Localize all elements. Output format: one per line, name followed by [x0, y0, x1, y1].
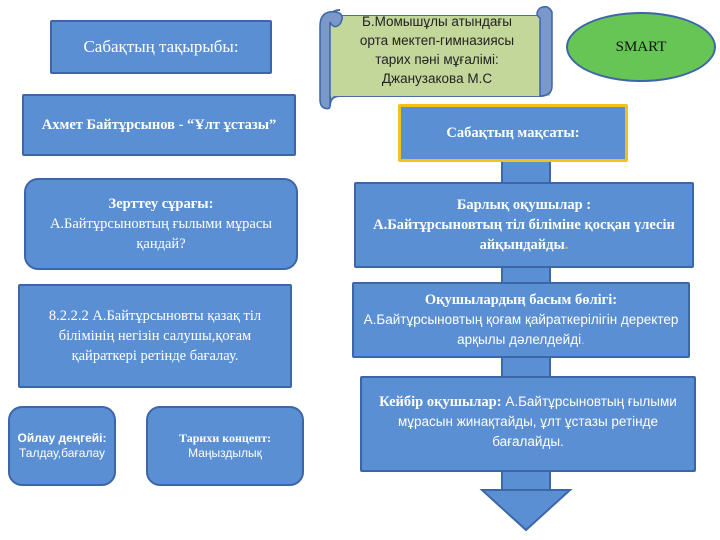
- objective-box: 8.2.2.2 А.Байтұрсыновты қазақ тіл білімі…: [18, 284, 292, 388]
- most-text-line: А.Байтұрсыновтың қоғам қайраткерілігін д…: [362, 310, 680, 350]
- topic-label: Сабақтың тақырыбы:: [83, 37, 239, 56]
- some-label: Кейбір оқушылар:: [379, 394, 502, 410]
- most-dot: .: [581, 332, 585, 347]
- thinking-label: Ойлау деңгейі:: [17, 431, 107, 445]
- most-label: Оқушылардың басым бөлігі:: [424, 292, 618, 308]
- most-students-box: Оқушылардың басым бөлігі: А.Байтұрсыновт…: [352, 282, 690, 358]
- topic-label-box: Сабақтың тақырыбы:: [50, 20, 272, 74]
- research-question-box: Зерттеу сұрағы: А.Байтұрсыновтың ғылыми …: [24, 178, 298, 270]
- scroll-line-1: Б.Момышұлы атындағы: [362, 14, 512, 29]
- scroll-shape: [319, 5, 553, 110]
- scroll-line-2: орта мектеп-гимназиясы: [359, 33, 515, 48]
- objective-text: 8.2.2.2 А.Байтұрсыновты қазақ тіл білімі…: [48, 308, 262, 364]
- scroll-line-4: Джанузакова М.С: [381, 71, 493, 86]
- all-text: А.Байтұрсыновтың тіл біліміне қосқан үле…: [373, 217, 675, 253]
- scroll-line-3: тарих пәні мұғалімі:: [375, 52, 499, 67]
- goal-label: Сабақтың мақсаты:: [446, 125, 580, 141]
- some-students-box: Кейбір оқушылар: А.Байтұрсыновтың ғылыми…: [360, 376, 696, 472]
- thinking-level-box: Ойлау деңгейі: Талдау,бағалау: [8, 406, 116, 486]
- topic-title-box: Ахмет Байтұрсынов - “Ұлт ұстазы”: [22, 94, 296, 156]
- all-students-box: Барлық оқушылар : А.Байтұрсыновтың тіл б…: [354, 182, 694, 268]
- smart-badge: SMART: [566, 12, 716, 82]
- all-label: Барлық оқушылар :: [456, 197, 592, 213]
- scroll-text: Б.Момышұлы атындағы орта мектеп-гимназия…: [330, 12, 544, 96]
- concept-label: Тарихи концепт:: [179, 431, 271, 445]
- lesson-goal-box: Сабақтың мақсаты:: [398, 104, 628, 162]
- research-label: Зерттеу сұрағы:: [108, 196, 214, 212]
- historical-concept-box: Тарихи концепт: Маңыздылық: [146, 406, 304, 486]
- thinking-text: Талдау,бағалау: [18, 446, 105, 460]
- concept-text: Маңыздылық: [188, 446, 262, 460]
- topic-title: Ахмет Байтұрсынов - “Ұлт ұстазы”: [41, 117, 277, 133]
- all-dot: .: [564, 237, 569, 253]
- some-text: А.Байтұрсыновтың ғылыми мұрасын жинақтай…: [398, 394, 677, 449]
- smart-label: SMART: [615, 38, 667, 55]
- most-text: А.Байтұрсыновтың қоғам қайраткерілігін д…: [363, 312, 679, 347]
- research-text: А.Байтұрсыновтың ғылыми мұрасы қандай?: [49, 216, 273, 252]
- all-text-line: А.Байтұрсыновтың тіл біліміне қосқан үле…: [364, 215, 684, 255]
